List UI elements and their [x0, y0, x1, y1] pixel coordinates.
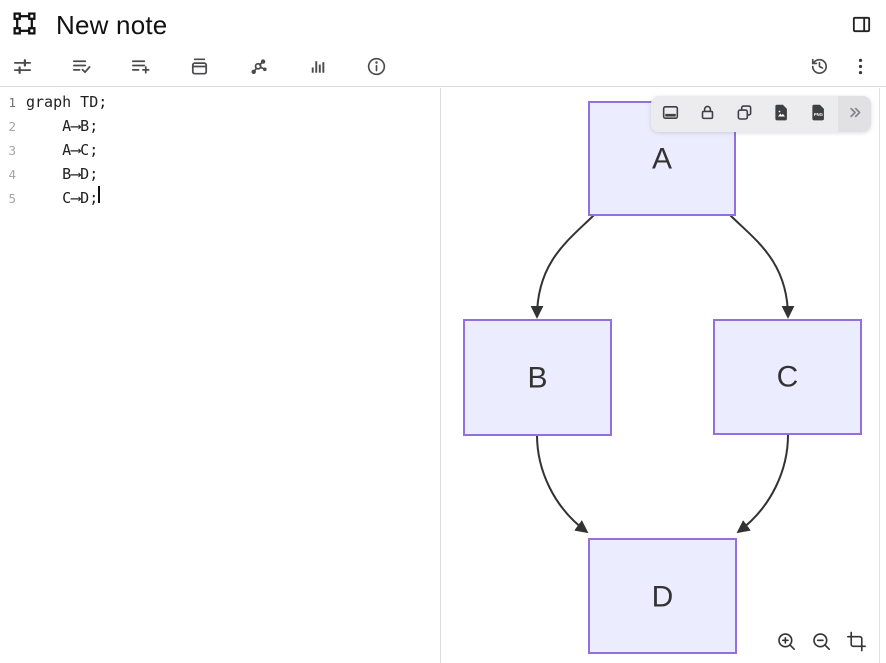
archive-box-icon: [188, 55, 211, 81]
png-file-icon: PNG: [808, 102, 829, 126]
tune-sliders-icon: [11, 55, 34, 81]
info-button[interactable]: [354, 51, 398, 85]
node-label: B: [527, 362, 547, 395]
zoom-out-button[interactable]: [809, 631, 833, 655]
bottom-panel-icon: [660, 102, 681, 126]
diagram-floating-toolbar: PNG: [651, 96, 871, 132]
line-number: 1: [8, 95, 16, 110]
node-D[interactable]: D: [588, 538, 737, 654]
export-png-button[interactable]: PNG: [800, 96, 837, 132]
node-label: C: [777, 361, 799, 394]
app-logo-button[interactable]: [9, 10, 39, 40]
line-number: 3: [8, 143, 16, 158]
copy-button[interactable]: [726, 96, 763, 132]
bottom-panel-button[interactable]: [652, 96, 689, 132]
archive-button[interactable]: [177, 51, 221, 85]
more-options-button[interactable]: [840, 51, 880, 85]
edge-C-D: [736, 434, 789, 534]
line-number: 5: [8, 191, 16, 206]
floating-toolbar-main: PNG: [651, 96, 838, 132]
editor-line: 3 A⟶C;: [0, 138, 440, 162]
info-circle-icon: [365, 55, 388, 81]
editor-line: 1 graph TD;: [0, 90, 440, 114]
toolbar-right-group: [799, 51, 886, 85]
png-badge-text: PNG: [814, 112, 823, 117]
zoom-in-icon: [775, 630, 798, 656]
app-header: New note: [0, 0, 886, 50]
more-tools-button[interactable]: [838, 96, 871, 132]
tune-button[interactable]: [0, 51, 44, 85]
frame-corners-icon: [11, 10, 38, 40]
code-editor[interactable]: 1 graph TD; 2 A⟶B; 3 A⟶C; 4 B⟶D; 5 C⟶D;: [0, 88, 441, 663]
histogram-icon: [306, 55, 329, 81]
canvas-right-divider: [879, 88, 880, 663]
text-cursor: [98, 186, 100, 203]
panel-toggle-button[interactable]: [848, 13, 874, 39]
code-text: A⟶C;: [26, 141, 99, 159]
list-check-icon: [70, 55, 93, 81]
node-B[interactable]: B: [463, 319, 612, 436]
history-button[interactable]: [799, 51, 839, 85]
page-title: New note: [56, 9, 168, 40]
edge-A-B: [530, 214, 595, 319]
zoom-in-button[interactable]: [774, 631, 798, 655]
list-add-button[interactable]: [118, 51, 162, 85]
code-text: B⟶D;: [26, 165, 99, 183]
main-toolbar: [0, 50, 886, 87]
code-text: graph TD;: [26, 93, 108, 111]
lock-button[interactable]: [689, 96, 726, 132]
list-check-button[interactable]: [59, 51, 103, 85]
kebab-menu-icon: [849, 55, 872, 81]
mermaid-flowchart: A B C D: [463, 101, 862, 654]
split-view-icon: [850, 13, 873, 39]
editor-line: 2 A⟶B;: [0, 114, 440, 138]
crop-icon: [845, 630, 868, 656]
node-label: A: [652, 143, 672, 176]
share-button[interactable]: [236, 51, 280, 85]
edge-B-D: [536, 434, 589, 534]
node-label: D: [652, 581, 674, 614]
zoom-out-icon: [810, 630, 833, 656]
editor-line: 5 C⟶D;: [0, 186, 440, 210]
diagram-canvas[interactable]: A B C D: [441, 88, 886, 663]
chevrons-right-icon: [844, 102, 865, 126]
export-image-button[interactable]: [763, 96, 800, 132]
copy-icon: [734, 102, 755, 126]
crop-button[interactable]: [844, 631, 868, 655]
line-number: 4: [8, 167, 16, 182]
line-number: 2: [8, 119, 16, 134]
histogram-button[interactable]: [295, 51, 339, 85]
editor-line: 4 B⟶D;: [0, 162, 440, 186]
code-text: C⟶D;: [26, 189, 99, 207]
code-text: A⟶B;: [26, 117, 99, 135]
lock-icon: [697, 102, 718, 126]
history-icon: [808, 55, 831, 81]
list-add-icon: [129, 55, 152, 81]
edge-A-C: [729, 214, 795, 319]
canvas-zoom-controls: [774, 631, 868, 655]
image-file-icon: [771, 102, 792, 126]
share-graph-icon: [247, 55, 270, 81]
node-C[interactable]: C: [713, 319, 862, 435]
